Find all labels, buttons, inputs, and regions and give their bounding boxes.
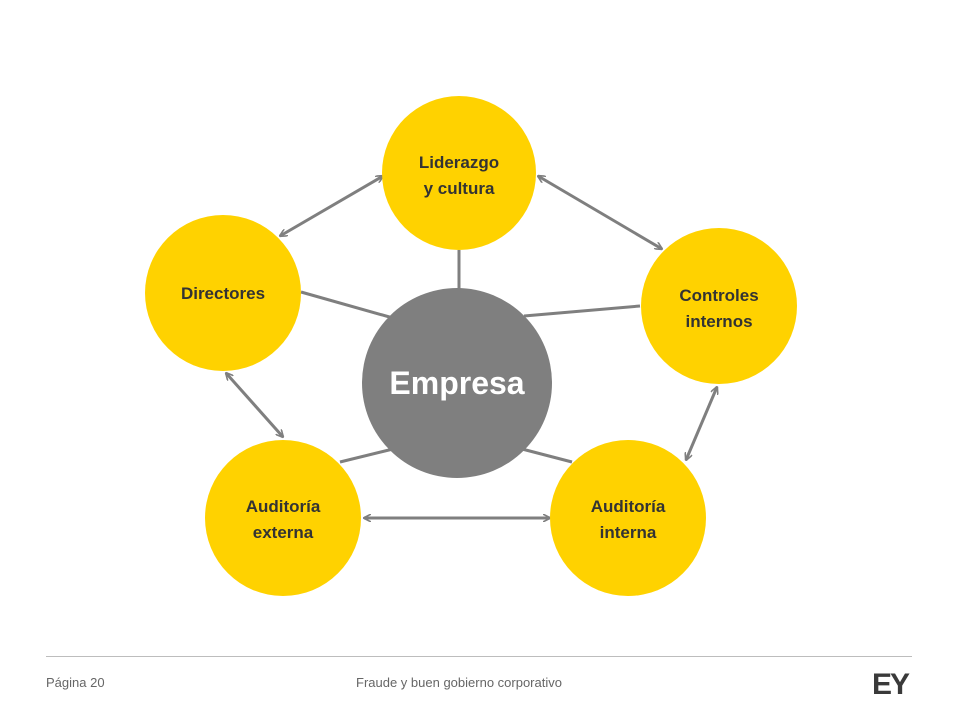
- node-label-line-1: Liderazgo: [419, 153, 499, 172]
- node-auditoria-interna: Auditoría interna: [550, 440, 706, 596]
- node-label-line-1: Auditoría: [246, 497, 321, 516]
- node-circle: [641, 228, 797, 384]
- ey-logo: EY: [872, 668, 910, 701]
- node-circle: [145, 215, 301, 371]
- node-circle: [550, 440, 706, 596]
- arrow-liderazgo-controles: [538, 176, 662, 249]
- node-label-line-2: externa: [253, 523, 314, 542]
- arrow-controles-auditoria-interna: [686, 387, 717, 460]
- node-label-line-1: Auditoría: [591, 497, 666, 516]
- spokes: [300, 250, 641, 464]
- node-label-line-2: y cultura: [424, 179, 495, 198]
- spoke-controles: [523, 304, 641, 318]
- node-label-line-1: Directores: [181, 284, 265, 303]
- spoke-directores: [300, 290, 394, 320]
- spoke-auditoria-interna: [521, 447, 573, 464]
- page-number: Página 20: [46, 675, 105, 690]
- node-controles-internos: Controles internos: [641, 228, 797, 384]
- arrow-auditoria-externa-directores: [226, 373, 283, 437]
- node-liderazgo: Liderazgo y cultura: [382, 96, 536, 250]
- node-label-line-2: internos: [685, 312, 752, 331]
- footer-divider: [46, 656, 912, 657]
- connections: [226, 176, 717, 518]
- node-label-line-2: interna: [600, 523, 657, 542]
- node-label-line-1: Controles: [679, 286, 758, 305]
- arrow-directores-liderazgo: [280, 176, 383, 236]
- node-auditoria-externa: Auditoría externa: [205, 440, 361, 596]
- spoke-auditoria-externa: [339, 447, 394, 464]
- center-node: Empresa: [362, 288, 552, 478]
- node-circle: [205, 440, 361, 596]
- node-directores: Directores: [145, 215, 301, 371]
- center-circle: [362, 288, 552, 478]
- footer-title: Fraude y buen gobierno corporativo: [356, 675, 562, 690]
- center-label: Empresa: [389, 365, 524, 401]
- node-circle: [382, 96, 536, 250]
